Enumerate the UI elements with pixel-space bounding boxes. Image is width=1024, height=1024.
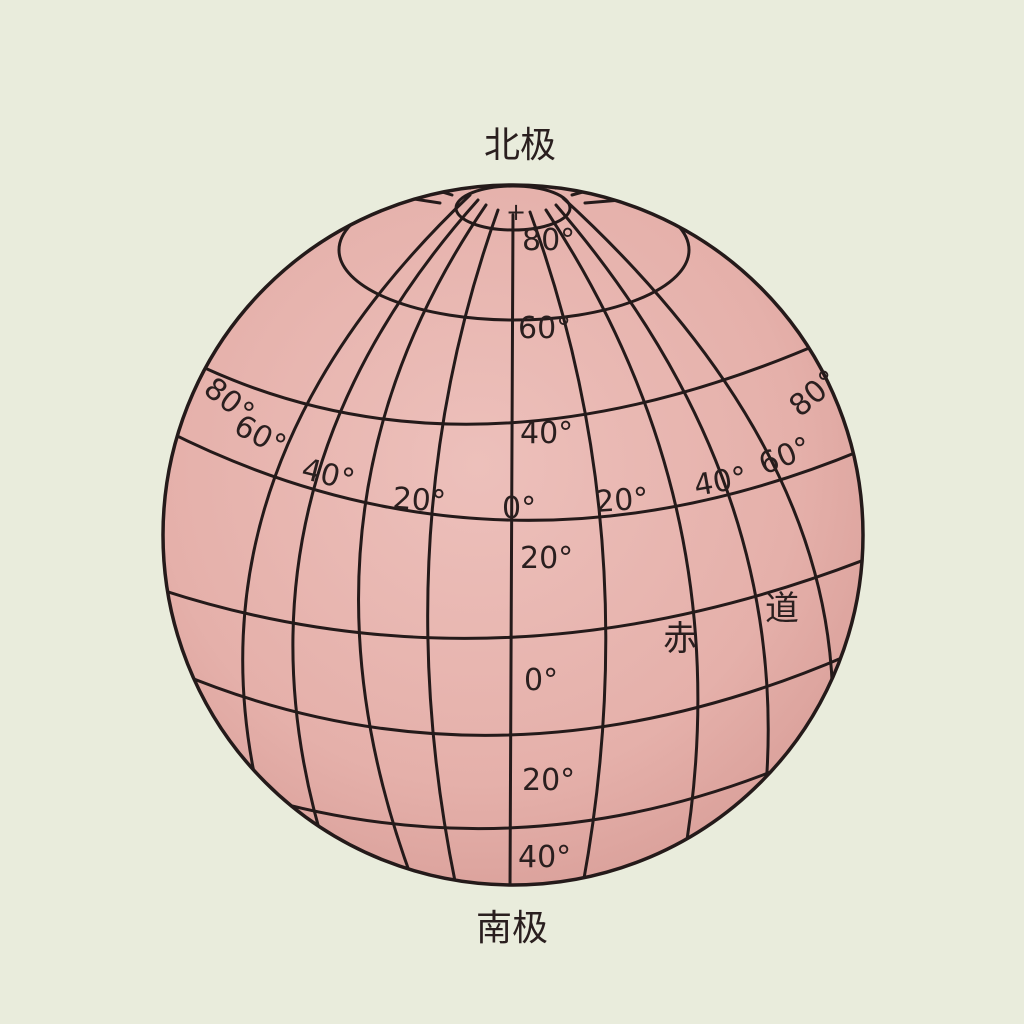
longitude-label-e20: 20° [594, 481, 649, 520]
latitude-line-s20 [170, 648, 862, 737]
latitude-label-s20: 20° [522, 763, 575, 798]
latitude-label-60: 60° [518, 311, 571, 346]
longitude-line-w60 [291, 198, 480, 867]
north-pole-marker: + [506, 198, 526, 226]
longitude-line-w80 [241, 193, 472, 802]
longitude-line-w20 [426, 208, 500, 884]
latitude-label-40: 40° [520, 416, 573, 451]
latitude-label-s40: 40° [518, 840, 571, 875]
latitude-line-20 [164, 428, 862, 522]
longitude-line-e40 [544, 208, 700, 882]
equator-label-char-1: 赤 [663, 619, 697, 659]
equator-label-char-2: 道 [765, 589, 799, 629]
longitude-line-w40 [357, 203, 488, 884]
latitude-line-0 [164, 558, 862, 640]
longitude-line-e60 [554, 203, 770, 842]
graticule [164, 186, 862, 884]
latitude-label-20: 20° [520, 541, 573, 576]
longitude-label-w20: 20° [391, 481, 446, 520]
latitude-label-0: 0° [524, 663, 558, 698]
latitude-line-40 [176, 328, 852, 426]
north-pole-label: 北极 [484, 125, 556, 166]
latitude-label-80: 80° [522, 223, 575, 258]
longitude-line-0 [508, 213, 515, 884]
longitude-line-e20 [528, 210, 608, 884]
longitude-label-0: 0° [502, 491, 536, 526]
south-pole-label: 南极 [476, 908, 548, 949]
